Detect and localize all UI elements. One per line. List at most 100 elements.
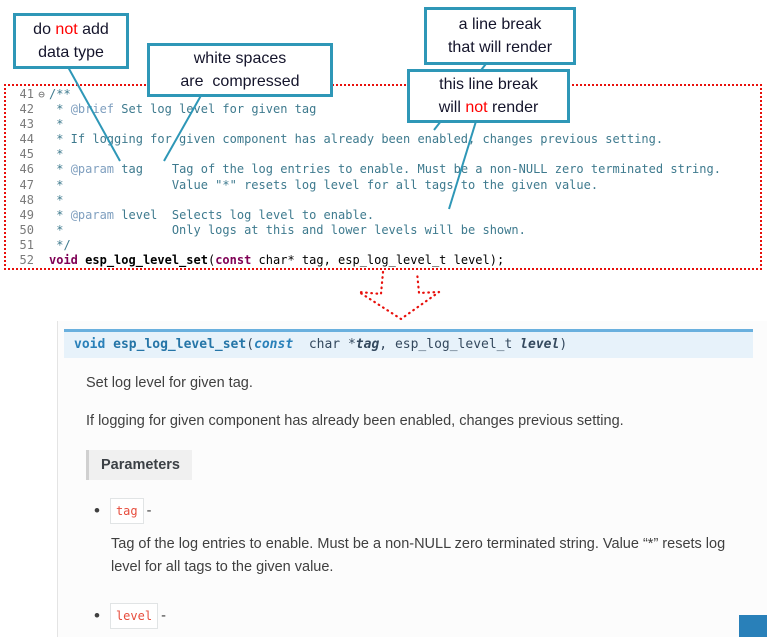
code-segment: * xyxy=(49,117,64,132)
code-text: * xyxy=(49,147,63,162)
code-segment: * xyxy=(49,162,71,177)
line-number: 43 xyxy=(19,117,34,132)
callout-text-line: that will render xyxy=(448,36,552,59)
callout-text-segment: this line break xyxy=(439,76,538,93)
callout-line-break-not-render: this line break will not render xyxy=(407,69,570,123)
callout-text-segment: white spaces xyxy=(193,50,287,67)
code-line: 45 * xyxy=(12,147,760,162)
bullet-icon: • xyxy=(94,501,100,520)
fold-spacer xyxy=(34,117,49,132)
code-segment: Set log level for given tag xyxy=(114,102,317,117)
line-number: 45 xyxy=(19,147,34,162)
callout-text-line: are compressed xyxy=(180,70,299,93)
code-text: * Value "*" resets log level for all tag… xyxy=(49,178,598,193)
signature-segment: level xyxy=(520,337,560,352)
line-number: 47 xyxy=(19,177,34,192)
code-segment: ( xyxy=(207,253,216,268)
signature-segment: , xyxy=(379,337,395,352)
code-line: 41 ⊖ /** xyxy=(12,87,760,102)
code-text: * @brief Set log level for given tag xyxy=(49,102,316,117)
callout-text-line: a line break xyxy=(459,13,542,36)
fold-spacer xyxy=(34,102,49,117)
code-segment: const xyxy=(215,253,252,268)
signature-segment: esp_log_level_t xyxy=(394,337,521,352)
fold-spacer xyxy=(34,162,49,177)
callout-white-spaces-compressed: white spaces are compressed xyxy=(147,43,333,97)
fold-spacer xyxy=(34,178,49,193)
code-text: * @param tag Tag of the log entries to e… xyxy=(49,162,721,177)
fold-spacer xyxy=(34,208,49,223)
code-line: 47 * Value "*" resets log level for all … xyxy=(12,178,760,193)
callout-text-segment: render xyxy=(487,99,539,116)
code-segment: /** xyxy=(49,87,71,101)
code-line: 44 * If logging for given component has … xyxy=(12,132,760,147)
line-number: 50 xyxy=(19,222,34,237)
code-line: 50 * Only logs at this and lower levels … xyxy=(12,223,760,238)
code-lines: 41 ⊖ /** 42 * @brief Set log level for give… xyxy=(12,87,760,268)
code-segment: esp_log_level_set xyxy=(85,253,208,268)
signature-segment: const xyxy=(254,337,294,352)
callout-text-line: this line break xyxy=(439,73,538,96)
code-text: * If logging for given component has alr… xyxy=(49,132,663,147)
code-line: 43 * xyxy=(12,117,760,132)
code-text: /** xyxy=(49,87,71,102)
code-segment: @param xyxy=(70,207,115,222)
parameter-item: •tag -Tag of the log entries to enable. … xyxy=(94,498,747,579)
renders-as-arrow-icon xyxy=(357,270,441,321)
callout-text-segment: not xyxy=(55,21,78,38)
code-line: 49 * @param level Selects log level to e… xyxy=(12,208,760,223)
code-text: * xyxy=(49,117,63,132)
code-segment: char* tag, esp_log_level_t level); xyxy=(251,253,505,268)
line-number: 42 xyxy=(19,102,34,117)
callout-do-not-add-data-type: do not add data type xyxy=(13,13,129,69)
code-segment: * xyxy=(49,147,64,162)
brief-paragraph: Set log level for given tag. xyxy=(86,375,253,391)
parameter-name-literal: level xyxy=(109,603,159,629)
code-segment: tag Tag of the log entries to enable. Mu… xyxy=(114,162,721,177)
line-number: 44 xyxy=(19,132,34,147)
callout-line-break-renders: a line break that will render xyxy=(424,7,576,65)
fold-spacer xyxy=(34,223,49,238)
callout-text-line: do not add xyxy=(33,18,109,41)
function-signature: void esp_log_level_set(const char *tag, … xyxy=(64,329,753,358)
code-segment: @param xyxy=(70,162,115,177)
code-segment: level Selects log level to enable. xyxy=(114,207,375,222)
fold-spacer xyxy=(34,193,49,208)
code-line: 51 */ xyxy=(12,238,760,253)
parameters-label: Parameters xyxy=(86,450,192,480)
callout-text-segment: add xyxy=(77,21,109,38)
callout-text-segment: will xyxy=(438,99,466,116)
parameter-name-literal: tag xyxy=(109,498,144,524)
fold-spacer xyxy=(34,238,49,253)
callout-text-segment: that will render xyxy=(447,39,553,56)
code-segment: * xyxy=(49,207,71,222)
parameter-head: •tag - xyxy=(94,498,747,524)
versions-flyout-corner[interactable] xyxy=(739,615,767,637)
code-text: * @param level Selects log level to enab… xyxy=(49,208,374,223)
code-segment: */ xyxy=(49,237,71,252)
callout-text-segment: are compressed xyxy=(180,73,300,90)
parameter-item: •level -Selects log level to enable. Onl… xyxy=(94,603,747,637)
callout-text-segment: do xyxy=(33,21,56,38)
signature-segment: esp_log_level_set xyxy=(113,337,247,352)
parameter-description: Tag of the log entries to enable. Must b… xyxy=(111,536,726,575)
code-text: */ xyxy=(49,237,71,253)
callout-text-segment: data type xyxy=(38,44,104,61)
fold-collapse-icon[interactable]: ⊖ xyxy=(38,88,45,101)
rendered-docs-panel: void esp_log_level_set(const char *tag, … xyxy=(57,321,767,637)
callout-text-segment: not xyxy=(465,99,488,116)
line-number: 48 xyxy=(19,192,34,207)
code-editor-snippet: 41 ⊖ /** 42 * @brief Set log level for give… xyxy=(4,84,762,270)
detail-paragraph: If logging for given component has alrea… xyxy=(86,413,624,429)
fold-spacer xyxy=(34,147,49,162)
code-segment: * xyxy=(49,192,64,207)
signature-segment: char * xyxy=(293,337,356,352)
bullet-icon: • xyxy=(94,606,100,625)
callout-text-line: data type xyxy=(38,41,104,64)
line-number: 41 xyxy=(19,87,34,101)
callout-text-segment: a line break xyxy=(458,16,542,33)
callout-text-line: white spaces xyxy=(194,47,287,70)
parameter-separator: - xyxy=(161,608,166,624)
